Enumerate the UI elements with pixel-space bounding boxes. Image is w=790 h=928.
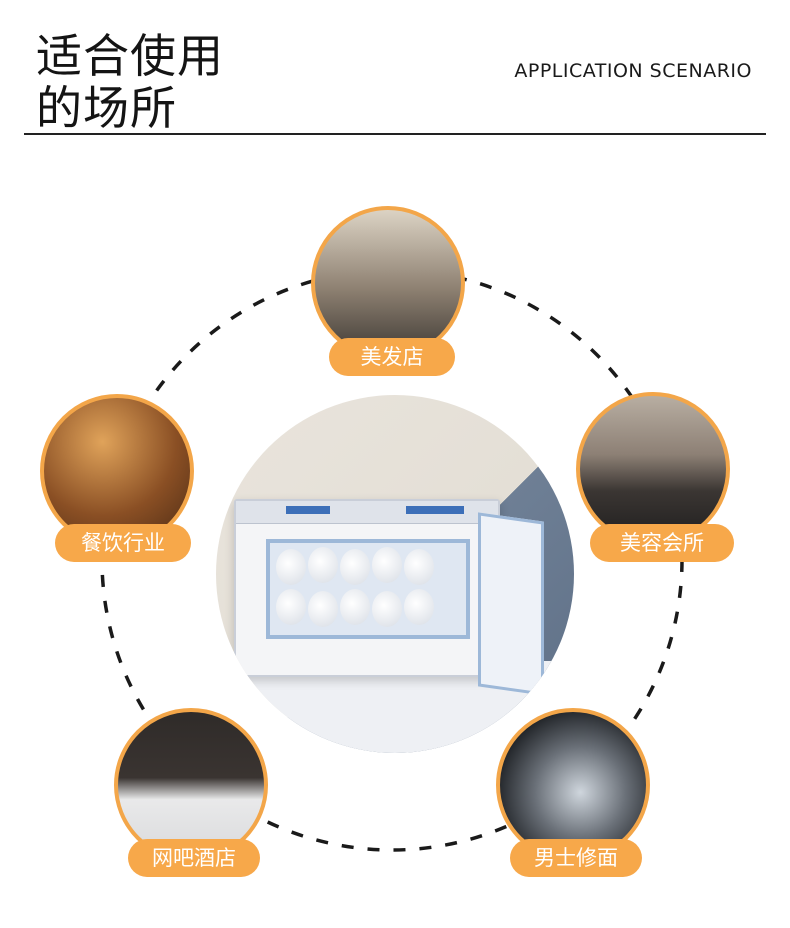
title-line-1: 适合使用 [36, 29, 224, 83]
towel [404, 549, 434, 585]
control-panel [236, 501, 498, 524]
brand-label [286, 506, 330, 514]
scenario-label-hotel: 网吧酒店 [128, 839, 260, 877]
beauty-spa-photo [576, 392, 730, 546]
towel [308, 547, 338, 583]
scenario-label-restaurant: 餐饮行业 [55, 524, 191, 562]
towel [276, 589, 306, 625]
page-title: 适合使用 的场所 [36, 30, 224, 134]
scenario-label-salon: 美发店 [329, 338, 455, 376]
towel-cabinet [234, 499, 500, 677]
towel [372, 591, 402, 627]
towel [276, 549, 306, 585]
title-line-2: 的场所 [36, 81, 177, 135]
restaurant-photo [40, 394, 194, 548]
towel [308, 591, 338, 627]
page-subtitle: APPLICATION SCENARIO [514, 60, 752, 82]
header-divider [24, 133, 766, 135]
scenario-label-beauty-spa: 美容会所 [590, 524, 734, 562]
towel [340, 549, 370, 585]
scenario-label-shaving: 男士修面 [510, 839, 642, 877]
towel [404, 589, 434, 625]
towel [340, 589, 370, 625]
cabinet-window [266, 539, 470, 639]
towel [372, 547, 402, 583]
hotel-photo [114, 708, 268, 862]
model-label [406, 506, 464, 514]
product-photo [216, 395, 574, 753]
cabinet-door [478, 512, 544, 696]
salon-photo [311, 206, 465, 360]
